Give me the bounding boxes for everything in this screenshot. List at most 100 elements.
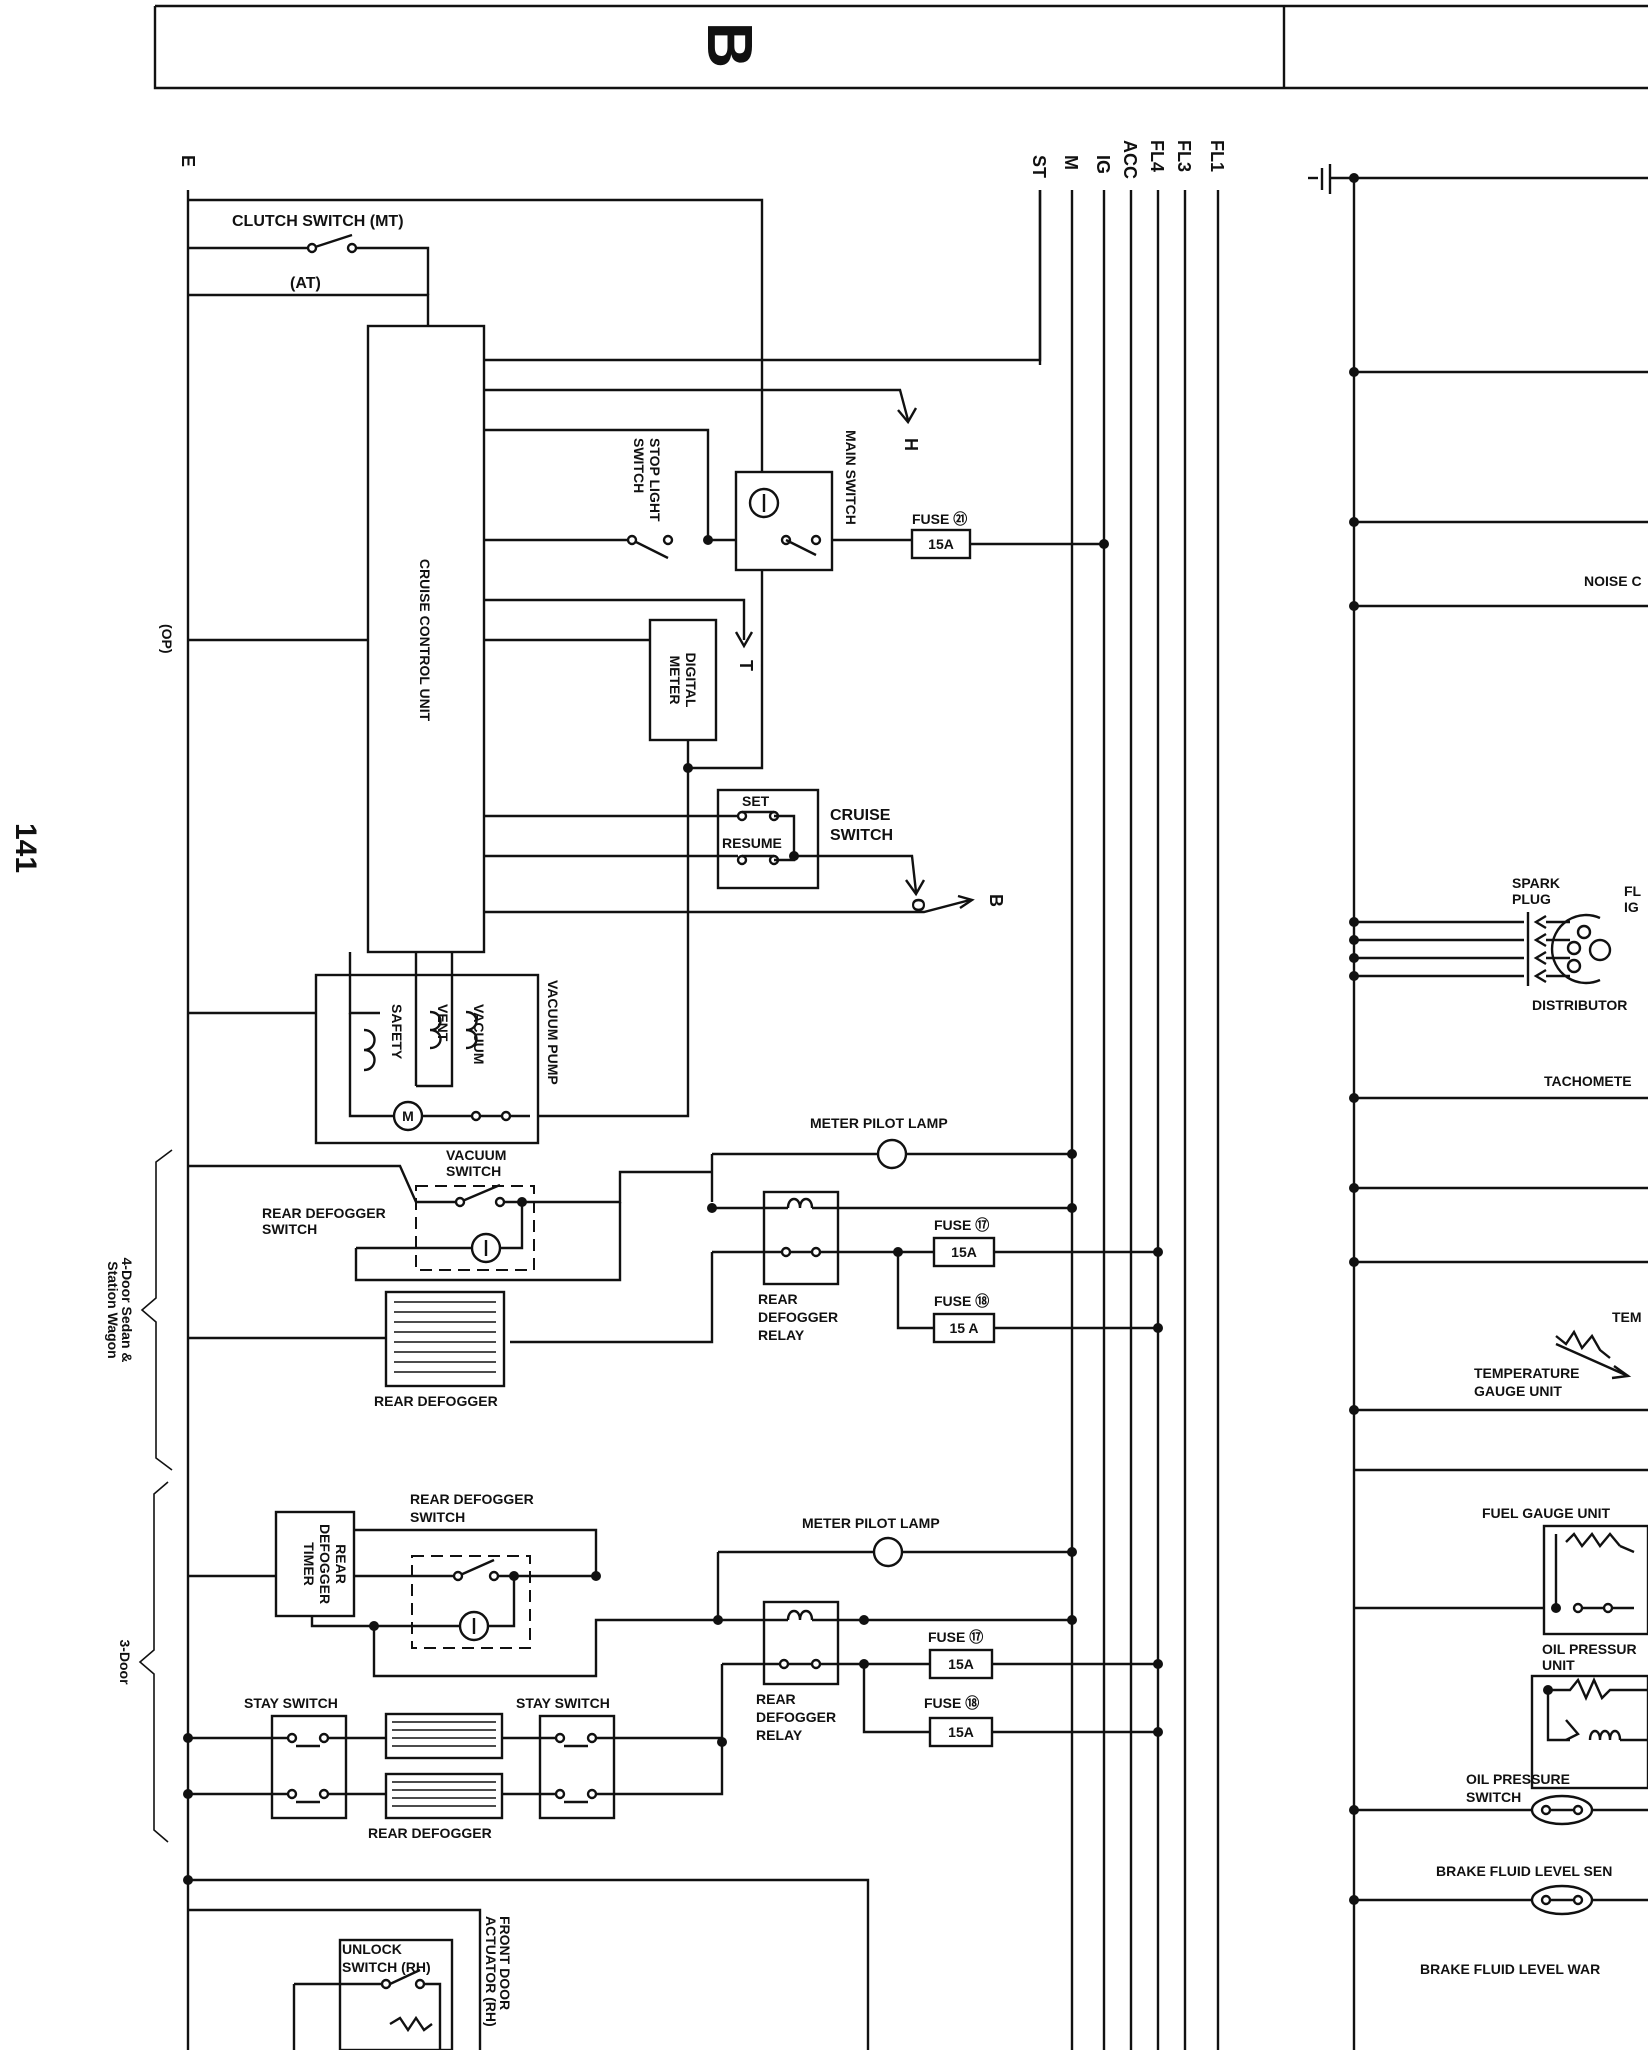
fuse-18-4door-rating: 15 A (949, 1320, 978, 1336)
cruise-control-section: CLUTCH SWITCH (MT) (AT) (OP) CRUISE CONT… (159, 190, 1109, 1145)
tachometer-label: TACHOMETE (1544, 1073, 1632, 1089)
connector-o: O (908, 898, 928, 912)
rear-defogger-3door-label: REAR DEFOGGER (368, 1825, 492, 1841)
cruise-control-unit-label: CRUISE CONTROL UNIT (417, 559, 433, 722)
meter-pilot-lamp-3door-label: METER PILOT LAMP (802, 1515, 940, 1531)
relay-4door-label-3: RELAY (758, 1327, 805, 1343)
connector-t: T (736, 660, 756, 671)
meter-pilot-lamp-4door (876, 1138, 908, 1170)
noise-label: NOISE C (1584, 573, 1642, 589)
fuse-18-3door-rating: 15A (948, 1724, 974, 1740)
clutch-switch-label: CLUTCH SWITCH (MT) (232, 213, 404, 230)
right-panel: NOISE C SPARK PLUG FL IG (1308, 164, 1648, 2050)
connector-b: B (986, 894, 1006, 907)
relay-4door-label-2: DEFOGGER (758, 1309, 838, 1325)
rear-defogger-timer (274, 1510, 356, 1618)
cruise-switch-label-1: CRUISE (830, 807, 891, 824)
brake-fluid-level-sensor (1530, 1884, 1594, 1916)
brake-fluid-warning-label: BRAKE FLUID LEVEL WAR (1420, 1961, 1600, 1977)
rear-defogger-3door-grid (392, 1721, 496, 1807)
bus-label-fl3: FL3 (1174, 140, 1194, 172)
page-number: 141 (9, 823, 42, 873)
group-4door-label-1: 4-Door Sedan & (119, 1257, 135, 1362)
rear-defogger-4door-section: 4-Door Sedan & Station Wagon METER PILOT… (105, 1115, 1163, 1471)
fuse-17-3door-rating: 15A (948, 1656, 974, 1672)
fuse-21 (910, 528, 972, 560)
stay-switch-right-label: STAY SWITCH (516, 1695, 610, 1711)
temp-gauge-label-1: TEMPERATURE (1474, 1365, 1580, 1381)
rear-defogger-switch-3door-label-1: REAR DEFOGGER (410, 1491, 534, 1507)
bus-label-m: M (1061, 155, 1081, 170)
vacuum-label: VACUUM (471, 1004, 487, 1064)
group-3door-label: 3-Door (117, 1639, 133, 1685)
vacuum-switch[interactable] (415, 1185, 535, 1271)
vacuum-pump-label: VACUUM PUMP (545, 980, 561, 1085)
unlock-switch-rh[interactable] (338, 1938, 454, 2050)
oil-pressure-unit (1530, 1674, 1648, 1790)
fuse-18-3door (928, 1716, 994, 1748)
rear-defogger-4door-label: REAR DEFOGGER (374, 1393, 498, 1409)
cruise-control-unit (366, 324, 486, 954)
rear-defogger-3door-upper (384, 1712, 504, 1760)
tem-label: TEM (1612, 1309, 1642, 1325)
timer-label-1: REAR (333, 1544, 349, 1584)
cruise-switch-label-2: SWITCH (830, 827, 893, 844)
door-lock-section: UNLOCK SWITCH (RH) FRONT DOOR ACTUATOR (… (183, 1875, 870, 2050)
rear-defogger-switch-3door-label-2: SWITCH (410, 1509, 465, 1525)
rear-defogger-switch-4door-label-1: REAR DEFOGGER (262, 1205, 386, 1221)
bus-lines (186, 190, 1220, 2050)
distributor (1349, 912, 1612, 986)
temp-gauge-label-2: GAUGE UNIT (1474, 1383, 1562, 1399)
relay-3door-label-3: RELAY (756, 1727, 803, 1743)
fuel-gauge-label: FUEL GAUGE UNIT (1482, 1505, 1611, 1521)
bus-label-acc: ACC (1120, 140, 1140, 179)
rear-defogger-switch-3door[interactable] (411, 1555, 531, 1649)
meter-pilot-lamp-3door (872, 1536, 904, 1568)
digital-meter (648, 618, 718, 742)
header-bar: B (153, 4, 1648, 90)
meter-pilot-lamp-4door-label: METER PILOT LAMP (810, 1115, 948, 1131)
bus-label-e: E (178, 155, 198, 167)
fuse-21-rating: 15A (928, 536, 954, 552)
fl-ig-label-2: IG (1624, 899, 1639, 915)
bus-labels: E ST M IG ACC FL4 FL3 FL1 (178, 140, 1227, 179)
connector-h: H (901, 438, 921, 451)
main-switch-label: MAIN SWITCH (843, 430, 859, 525)
op-label: (OP) (159, 624, 175, 654)
brake-fluid-sensor-label: BRAKE FLUID LEVEL SEN (1436, 1863, 1612, 1879)
timer-label-3: TIMER (301, 1542, 317, 1586)
stay-switch-left-label: STAY SWITCH (244, 1695, 338, 1711)
fl-ig-label-1: FL (1624, 883, 1642, 899)
unlock-switch-label-1: UNLOCK (342, 1941, 402, 1957)
rear-defogger-switch-4door-label-2: SWITCH (262, 1221, 317, 1237)
oil-pressure-unit-label-1: OIL PRESSUR (1542, 1641, 1637, 1657)
oil-pressure-unit-label-2: UNIT (1542, 1657, 1575, 1673)
digital-meter-label-2: METER (667, 656, 683, 705)
main-switch[interactable] (734, 470, 834, 572)
stop-light-label-2: SWITCH (631, 438, 647, 493)
group-4door-label-2: Station Wagon (105, 1261, 121, 1358)
relay-4door-label-1: REAR (758, 1291, 798, 1307)
fuse-17-3door-label: FUSE ⑰ (928, 1629, 983, 1645)
section-letter: B (694, 22, 766, 68)
rear-defogger-4door-grid (394, 1301, 496, 1373)
temperature-gauge-unit (1555, 1329, 1632, 1380)
bus-label-ig: IG (1093, 155, 1113, 174)
unlock-switch-label-2: SWITCH (RH) (342, 1959, 431, 1975)
front-door-actuator-label-1: FRONT DOOR (497, 1916, 513, 2010)
cruise-switch[interactable] (716, 788, 820, 890)
motor-label: M (402, 1108, 414, 1124)
spark-plug-label-1: SPARK (1512, 875, 1560, 891)
relay-3door-label-2: DEFOGGER (756, 1709, 836, 1725)
bus-label-st: ST (1029, 155, 1049, 178)
relay-3door-label-1: REAR (756, 1691, 796, 1707)
rear-defogger-3door-section: 3-Door REAR DEFOGGER TIMER REAR DEFOGGER… (117, 1481, 1163, 1843)
fuse-21-label: FUSE ㉑ (912, 511, 967, 527)
oil-pressure-switch (1530, 1794, 1594, 1826)
fuse-17-4door-label: FUSE ⑰ (934, 1217, 989, 1233)
bus-label-fl1: FL1 (1207, 140, 1227, 172)
vent-label: VENT (435, 1004, 451, 1042)
timer-label-2: DEFOGGER (317, 1524, 333, 1604)
vacuum-switch-label-1: VACUUM (446, 1147, 506, 1163)
resume-label: RESUME (722, 835, 782, 851)
